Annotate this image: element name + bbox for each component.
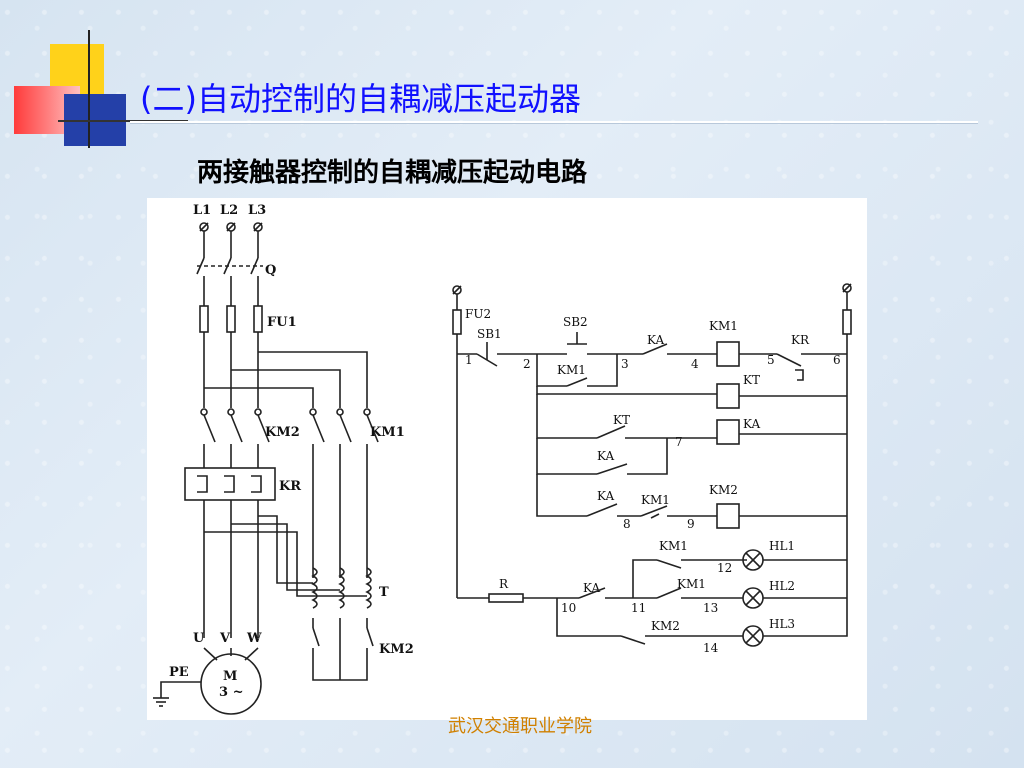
coil-km1 [716,341,740,367]
label-motor: M [223,669,237,684]
svg-text:13: 13 [703,601,718,615]
label-ka-1: KA [647,333,664,347]
label-terminal-v: V [219,631,231,646]
label-ka-hold: KA [597,449,614,463]
label-switch-q: Q [265,263,276,278]
label-hl1: HL1 [769,539,795,553]
footer-school-name: 武汉交通职业学院 [448,716,592,737]
label-hl2: HL2 [769,579,795,593]
label-terminal-u: U [193,631,205,646]
label-r: R [499,577,509,591]
svg-text:12: 12 [717,561,732,575]
page-subtitle: 两接触器控制的自耦减压起动电路 [197,158,588,188]
title-underline [130,121,978,123]
svg-text:2: 2 [523,357,531,371]
label-km2-hl3: KM2 [651,619,680,633]
svg-text:9: 9 [687,517,695,531]
label-l1: L1 [193,203,211,218]
svg-text:6: 6 [833,353,841,367]
label-l3: L3 [248,203,266,218]
svg-text:10: 10 [561,601,576,615]
label-kr-ctrl: KR [791,333,810,347]
label-sb2: SB2 [563,315,588,329]
label-km1-hl1: KM1 [659,539,688,553]
label-l2: L2 [220,203,238,218]
coil-kt [716,383,740,409]
circuit-diagram-panel: L1 L2 L3 Q FU1 [147,198,867,720]
label-transformer-t: T [379,585,389,600]
svg-text:4: 4 [691,357,699,371]
svg-text:7: 7 [675,435,683,449]
svg-text:5: 5 [767,353,775,367]
decor-horizontal-line [58,120,188,122]
svg-text:14: 14 [703,641,719,655]
label-km1-interlock: KM1 [641,493,670,507]
label-km2-coil: KM2 [709,483,738,497]
motor-icon [200,653,262,715]
circuit-diagram: L1 L2 L3 Q FU1 [153,203,852,715]
svg-text:8: 8 [623,517,631,531]
coil-km2 [716,503,740,529]
label-km2-main: KM2 [265,425,300,440]
power-circuit: L1 L2 L3 Q FU1 [153,203,414,715]
page-title: (二)自动控制的自耦减压起动器 [140,80,581,118]
decor-vertical-line [88,30,90,148]
control-circuit: FU2 1 SB1 2 SB2 3 KA [452,283,852,655]
label-sb1: SB1 [477,327,502,341]
label-ka-coil: KA [743,417,760,431]
label-fu2: FU2 [465,307,491,321]
label-km1-hl2: KM1 [677,577,706,591]
label-kr-main: KR [279,479,301,494]
label-kt-coil: KT [743,373,760,387]
label-km1-coil: KM1 [709,319,738,333]
label-km2-star: KM2 [379,642,414,657]
label-motor-phase: 3 ~ [219,685,243,700]
svg-text:3: 3 [621,357,629,371]
label-kt-contact: KT [613,413,630,427]
coil-ka [716,419,740,445]
label-hl3: HL3 [769,617,795,631]
label-terminal-w: W [246,631,262,646]
resistor-r [488,593,524,603]
label-fu1: FU1 [267,315,297,330]
svg-text:1: 1 [465,353,473,367]
svg-text:11: 11 [631,601,646,615]
label-km1-hold: KM1 [557,363,586,377]
label-km1-main: KM1 [370,425,405,440]
label-ka-km2: KA [597,489,614,503]
label-pe: PE [169,665,189,680]
